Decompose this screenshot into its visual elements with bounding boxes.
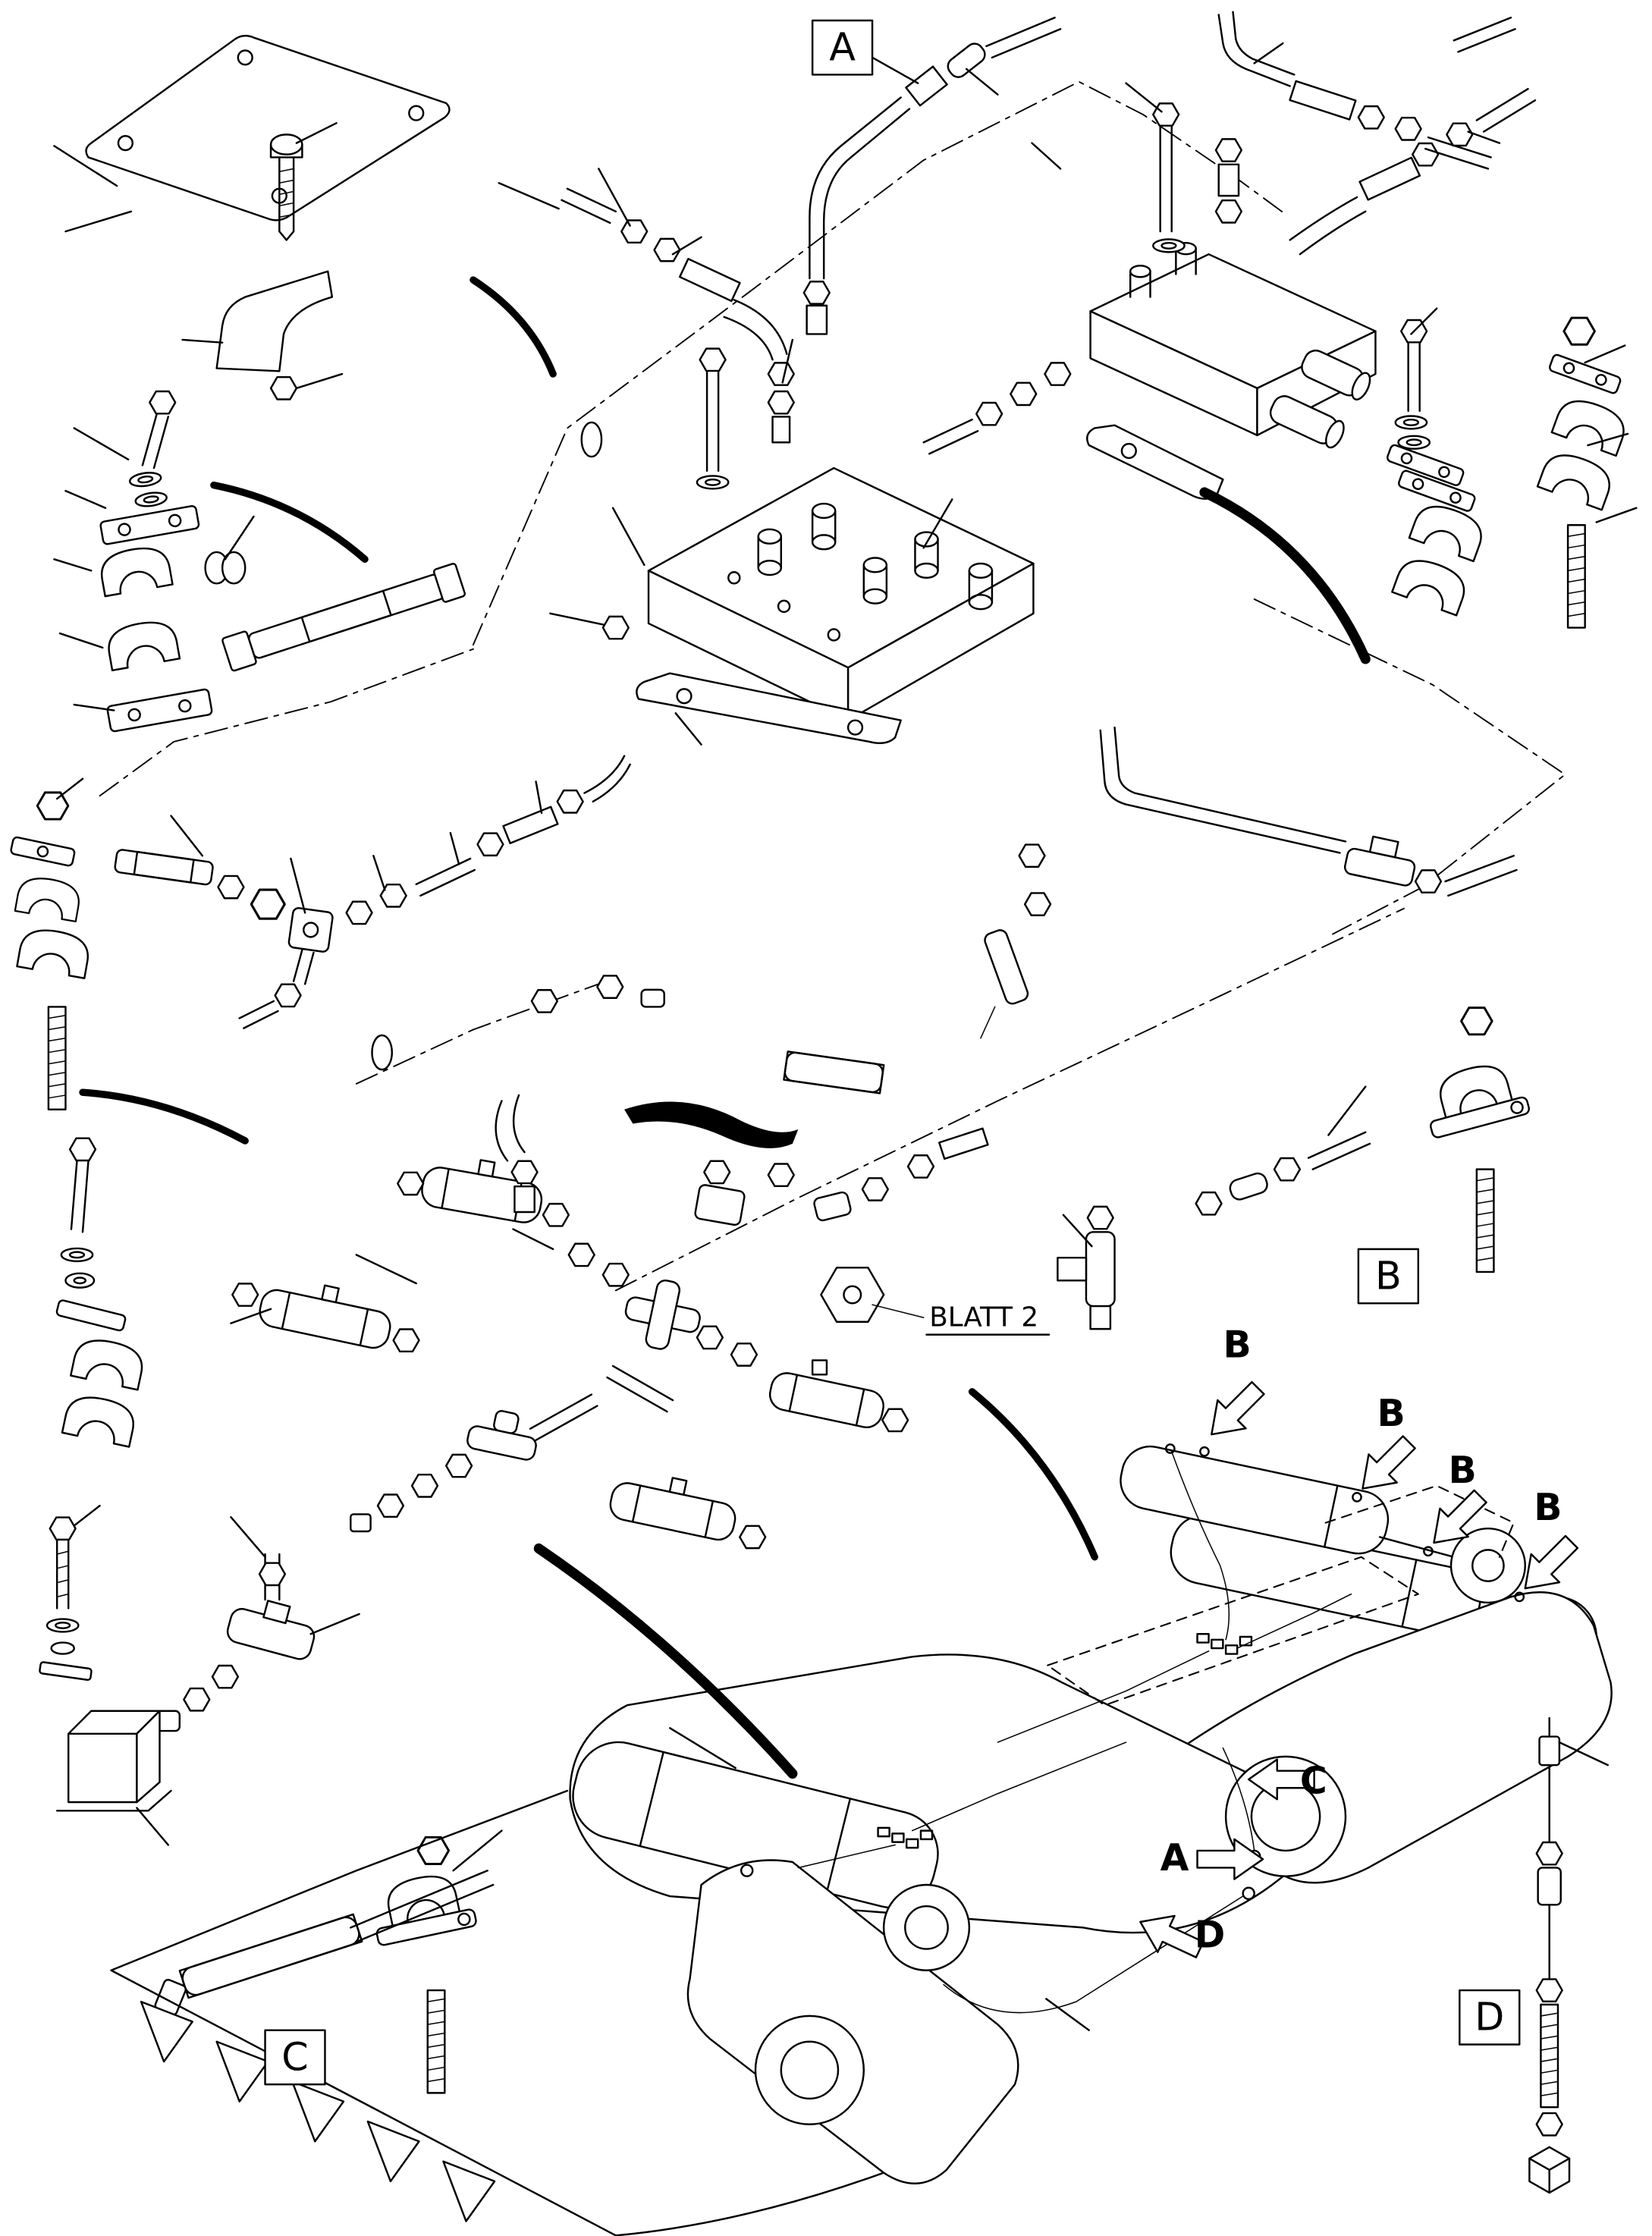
fitting-chain-d <box>1528 1716 1571 2194</box>
hose-top-center <box>802 17 1062 335</box>
detail-label-b: B <box>1357 1248 1420 1305</box>
detail-label-d: D <box>1459 1989 1521 2046</box>
leader-lines <box>53 42 1638 2031</box>
detail-label-c: C <box>264 2029 326 2086</box>
fitting-chain-b <box>1195 1131 1371 1216</box>
detail-label-d-text: D <box>1475 1995 1504 2040</box>
clamp-stack-mid-left <box>10 791 93 1110</box>
detail-label-b-text: B <box>1375 1254 1402 1299</box>
grommet <box>204 551 247 585</box>
excavator-arm <box>569 1443 1613 2184</box>
machine-outline <box>110 1789 885 2236</box>
detail-label-a-text: A <box>829 25 856 70</box>
cover-plate-assembly <box>85 34 451 400</box>
hose-braided-left <box>221 563 466 672</box>
clamp-stack-right <box>1387 319 1489 617</box>
hose-top-right <box>1217 11 1516 170</box>
p-clamp-c <box>375 1836 477 2094</box>
p-clamp-b <box>1430 1007 1530 1273</box>
blatt-plug: BLATT 2 <box>820 1267 1051 1336</box>
hose-run-mid-left <box>114 755 631 1029</box>
right-manifold <box>922 87 1537 500</box>
flow-arrows <box>79 276 1371 1779</box>
hose-upper-left <box>561 187 795 386</box>
callout-c: C <box>1300 1760 1327 1803</box>
clamp-stack-upper-left <box>96 390 247 733</box>
bucket-teeth <box>140 2000 496 2222</box>
tee-fitting-c <box>152 1553 316 1732</box>
banjo-tee-b <box>1057 1205 1116 1330</box>
callout-d: D <box>1195 1914 1226 1957</box>
tee-chain-down-left <box>350 1393 598 1533</box>
callout-b-4: B <box>1534 1486 1562 1529</box>
callout-b-1: B <box>1223 1324 1252 1367</box>
inline-valve-assembly-1 <box>397 1159 570 1227</box>
cover-screw <box>269 133 303 241</box>
mount-bracket <box>215 270 334 372</box>
hose-run-right-mid <box>980 726 1518 1039</box>
bolt-stack-c <box>39 1516 93 1682</box>
detail-label-a: A <box>811 19 874 76</box>
bolt-washer-stack-left <box>55 1137 148 1448</box>
location-callouts: B B B B C A D <box>1131 1324 1587 1969</box>
blatt-note: BLATT 2 <box>929 1302 1038 1333</box>
o-ring <box>371 1034 394 1071</box>
cross-fitting-assembly <box>567 1242 758 1413</box>
o-ring <box>580 421 603 458</box>
callout-b-2: B <box>1377 1392 1405 1435</box>
inline-valve-assembly-3 <box>768 1359 909 1433</box>
inline-valve-assembly-2 <box>231 1283 420 1353</box>
inline-valve-assembly-4 <box>609 1477 767 1550</box>
center-manifold <box>601 347 1035 744</box>
clamp-stack-far-right <box>1536 316 1632 629</box>
junction-box-c <box>55 1710 172 1812</box>
arrow-b-1-icon <box>1196 1373 1274 1450</box>
valve-cartridges <box>757 502 994 611</box>
mid-fittings <box>495 975 989 1226</box>
callout-a: A <box>1160 1836 1189 1880</box>
detail-label-c-text: C <box>281 2034 308 2079</box>
callout-b-3: B <box>1448 1449 1476 1492</box>
